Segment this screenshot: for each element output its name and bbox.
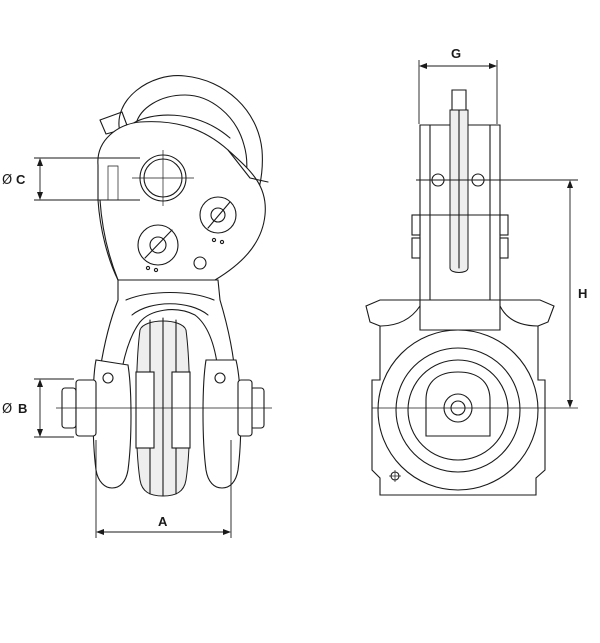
side-view [365,89,578,496]
small-hole [193,256,207,270]
dim-b-label: B [18,401,27,416]
dim-c: Ø C [2,157,140,201]
head-plate [97,121,266,281]
dim-b: Ø B [2,378,74,438]
dim-g: G [418,46,498,124]
front-view [56,75,272,497]
dim-a-label: A [158,514,168,529]
hub-right [171,371,191,449]
dim-c-diameter: Ø [2,173,12,188]
dim-a: A [95,440,232,538]
dim-g-label: G [451,46,461,61]
hub-left [135,371,155,449]
dim-h: H [416,179,587,408]
dim-c-label: C [16,172,26,187]
dim-b-diameter: Ø [2,402,12,417]
dim-h-label: H [578,286,587,301]
sheave-inner [395,347,521,473]
bolt-upper-right [199,196,237,234]
top-tab [451,89,467,111]
